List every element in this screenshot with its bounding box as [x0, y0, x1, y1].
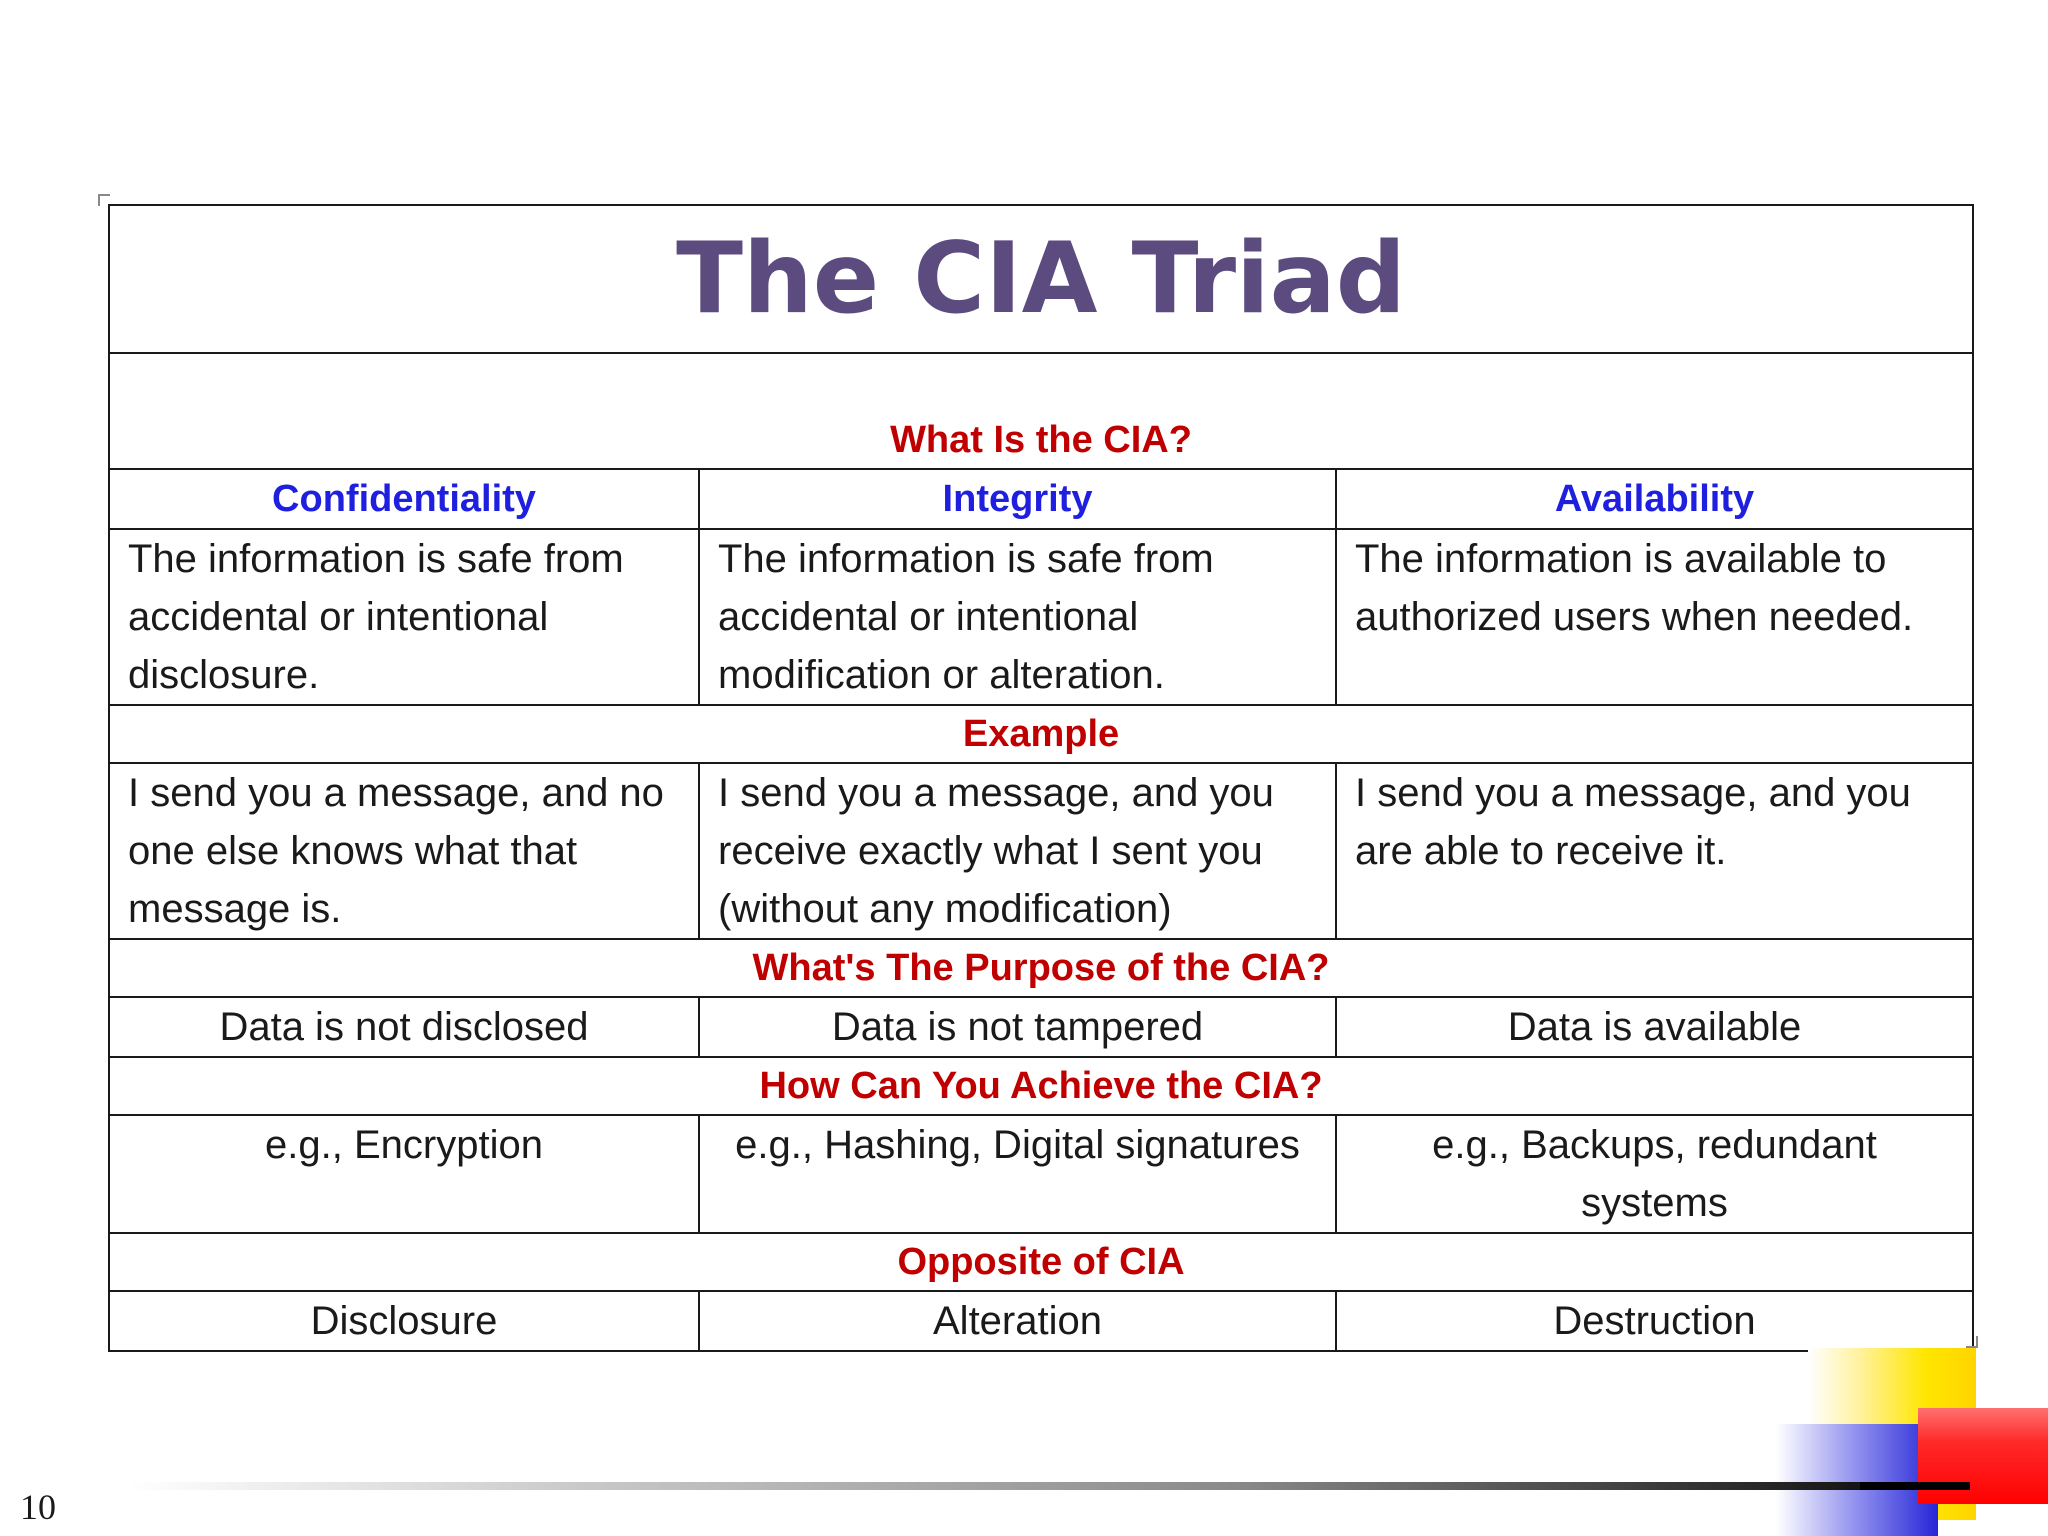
- table-corner-marker: [98, 194, 110, 206]
- opposite-confidentiality: Disclosure: [108, 1290, 700, 1352]
- achieve-availability: e.g., Backups, redundant systems: [1334, 1114, 1975, 1234]
- example-availability: I send you a message, and you are able t…: [1334, 762, 1975, 940]
- purpose-confidentiality: Data is not disclosed: [108, 996, 700, 1058]
- opposite-availability: Destruction: [1334, 1290, 1975, 1352]
- section-row-what: What Is the CIA?: [107, 352, 1975, 470]
- section-heading-what: What Is the CIA?: [107, 352, 1975, 470]
- table-corner-marker: [1966, 1336, 1978, 1348]
- column-header-integrity: Integrity: [698, 468, 1337, 530]
- example-row: I send you a message, and no one else kn…: [108, 762, 1975, 940]
- section-heading-example: Example: [107, 704, 1975, 764]
- title-row: The CIA Triad: [107, 204, 1975, 354]
- column-header-availability: Availability: [1334, 468, 1975, 530]
- column-header-confidentiality: Confidentiality: [108, 468, 700, 530]
- description-availability: The information is available to authoriz…: [1334, 528, 1975, 706]
- description-confidentiality: The information is safe from accidental …: [108, 528, 700, 706]
- description-integrity: The information is safe from accidental …: [698, 528, 1337, 706]
- footer-line-end: [1860, 1482, 1970, 1490]
- table-title: The CIA Triad: [676, 222, 1406, 336]
- section-heading-purpose: What's The Purpose of the CIA?: [107, 938, 1975, 998]
- decorative-blue-square: [1776, 1424, 1938, 1536]
- cia-triad-table: The CIA Triad What Is the CIA? Confident…: [107, 204, 1975, 1352]
- example-integrity: I send you a message, and you receive ex…: [698, 762, 1337, 940]
- opposite-row: Disclosure Alteration Destruction: [108, 1290, 1975, 1352]
- achieve-integrity: e.g., Hashing, Digital signatures: [698, 1114, 1337, 1234]
- purpose-integrity: Data is not tampered: [698, 996, 1337, 1058]
- section-heading-opposite: Opposite of CIA: [107, 1232, 1975, 1292]
- column-header-row: Confidentiality Integrity Availability: [108, 468, 1975, 530]
- section-row-purpose: What's The Purpose of the CIA?: [107, 938, 1975, 998]
- purpose-row: Data is not disclosed Data is not tamper…: [108, 996, 1975, 1058]
- description-row: The information is safe from accidental …: [108, 528, 1975, 706]
- section-row-opposite: Opposite of CIA: [107, 1232, 1975, 1292]
- purpose-availability: Data is available: [1334, 996, 1975, 1058]
- footer-gradient-line: [130, 1482, 1970, 1490]
- slide-number: 10: [20, 1487, 56, 1527]
- section-row-example: Example: [107, 704, 1975, 764]
- opposite-integrity: Alteration: [698, 1290, 1337, 1352]
- example-confidentiality: I send you a message, and no one else kn…: [108, 762, 700, 940]
- achieve-confidentiality: e.g., Encryption: [108, 1114, 700, 1234]
- section-row-achieve: How Can You Achieve the CIA?: [107, 1056, 1975, 1116]
- section-heading-achieve: How Can You Achieve the CIA?: [107, 1056, 1975, 1116]
- achieve-row: e.g., Encryption e.g., Hashing, Digital …: [108, 1114, 1975, 1234]
- title-cell: The CIA Triad: [107, 204, 1975, 354]
